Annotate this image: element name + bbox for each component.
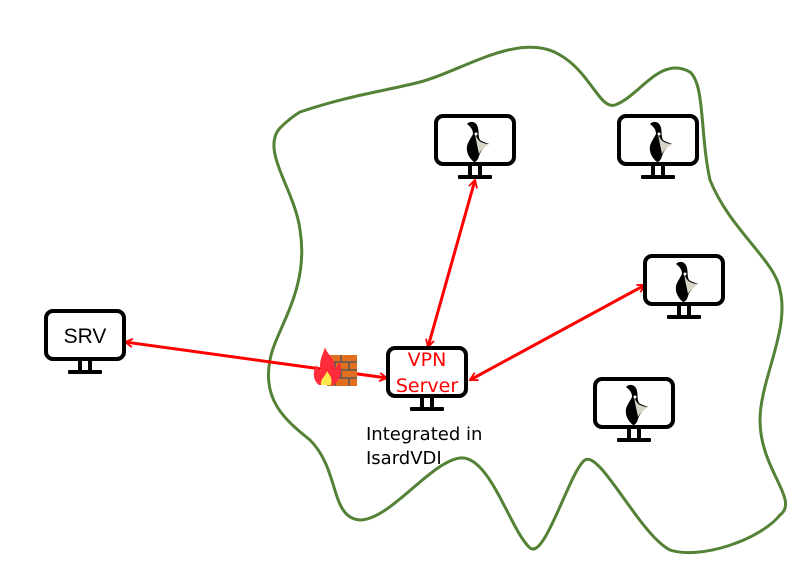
desktop-2[interactable]: [617, 114, 699, 181]
caption-line2: IsardVDI: [366, 448, 442, 469]
flame-icon: [313, 347, 341, 385]
desktop-4[interactable]: [593, 377, 675, 444]
vpn-label-line2: Server: [396, 375, 458, 397]
desktop-1[interactable]: [434, 114, 516, 181]
caption-line1: Integrated in: [366, 424, 482, 445]
vpn-server-node[interactable]: VPN Server: [386, 346, 468, 413]
desktop-3[interactable]: [643, 254, 725, 321]
srv-label: SRV: [64, 325, 107, 348]
link-vpn-desktop-1: [428, 180, 475, 347]
firewall-icon: [313, 347, 357, 386]
srv-node[interactable]: SRV: [44, 309, 126, 376]
link-vpn-desktop-3: [470, 283, 645, 382]
vpn-label-line1: VPN: [408, 349, 447, 371]
